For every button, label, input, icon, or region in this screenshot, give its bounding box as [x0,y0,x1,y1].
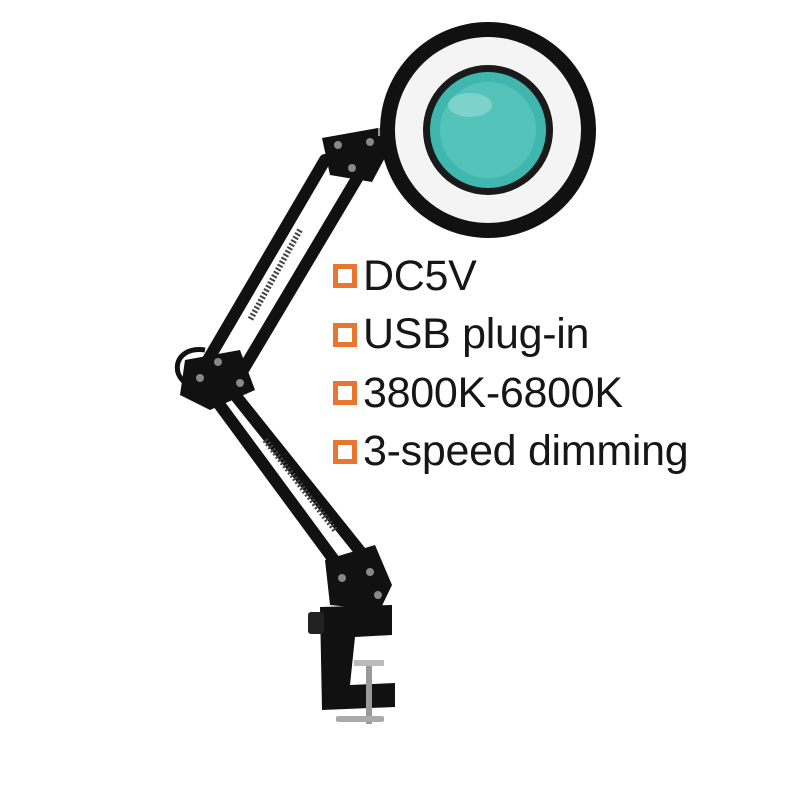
feature-list: DC5V USB plug-in 3800K-6800K 3-speed dim… [333,247,689,482]
checkbox-square-icon [333,264,357,289]
head-hinge-bracket [322,128,388,182]
feature-label: 3800K-6800K [363,368,623,417]
feature-label: 3-speed dimming [363,427,689,476]
checkbox-square-icon [333,439,357,464]
lower-arm-rod [199,379,351,581]
feature-item-dimming: 3-speed dimming [333,423,689,482]
feature-item-usb: USB plug-in [333,306,688,365]
upper-arm-rod [234,159,371,381]
feature-label: DC5V [363,251,477,300]
upper-arm-rod [199,154,331,371]
feature-item-color-temp: 3800K-6800K [333,364,688,423]
checkbox-square-icon [333,322,357,347]
upper-arm-spring [247,228,303,322]
feature-label: USB plug-in [363,310,590,359]
feature-item-dc5v: DC5V [333,247,688,306]
lower-arm-spring [262,438,338,532]
magnifier-head [380,22,596,238]
checkbox-square-icon [333,381,357,406]
desk-clamp [308,605,395,724]
lower-arm-rod [229,389,381,576]
elbow-joint [180,350,255,410]
